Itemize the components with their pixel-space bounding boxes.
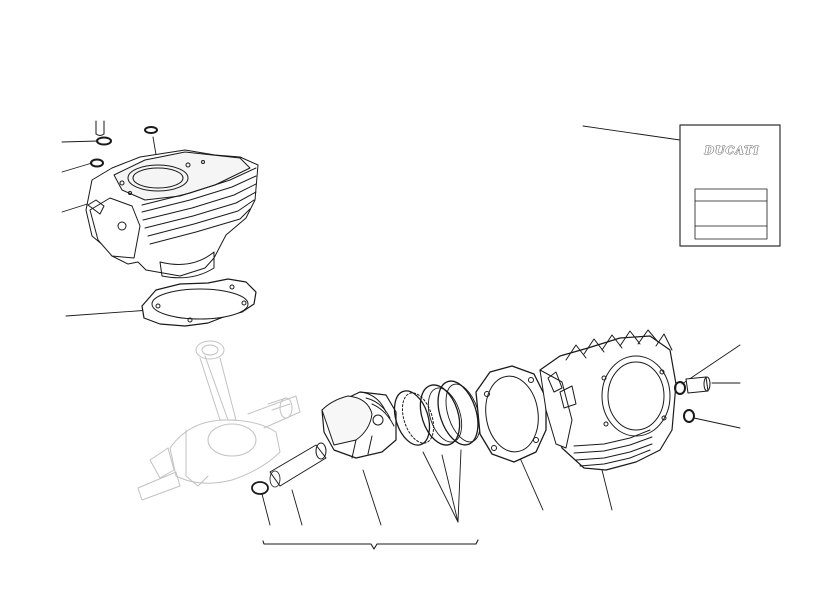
cylinder-head-assembly: [85, 120, 259, 279]
connecting-rod-crankshaft: [137, 340, 301, 501]
dowel-pin: [685, 376, 711, 394]
piston-pin: [269, 442, 327, 488]
head-gasket: [141, 278, 257, 327]
ducati-label-card: [679, 124, 781, 247]
circlip: [251, 481, 269, 495]
base-gasket: [475, 365, 547, 463]
leader-lines: [61, 125, 741, 526]
o-rings: [674, 381, 695, 423]
cylinder-barrel: [539, 329, 677, 471]
piston: [321, 391, 397, 459]
bracket: [262, 539, 479, 550]
piston-rings: [393, 380, 481, 446]
brand-logo: DUCATI: [704, 144, 760, 157]
